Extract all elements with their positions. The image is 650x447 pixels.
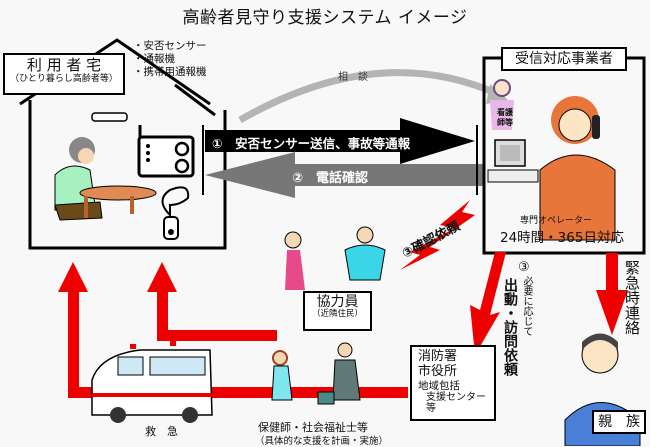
step2-label: ② 電話確認: [292, 171, 369, 186]
step1-label: ① 安否センサー送信、事故等通報: [212, 136, 411, 151]
red-arrow-up-cooperator: [147, 262, 277, 341]
consult-label: 相 談: [338, 72, 368, 83]
computer-icon: [487, 139, 539, 183]
cooperator-people-icon: [284, 226, 386, 290]
ambulance-icon: [91, 341, 213, 423]
agency-line: 支援センター等: [426, 391, 486, 415]
operator-caption: 専門オペレーター: [520, 216, 593, 226]
arrow-step1: [205, 118, 475, 164]
step3-num: ③: [518, 260, 530, 275]
device-item: ・通報機: [133, 53, 175, 65]
step3-note: 必要に応じて: [521, 276, 532, 336]
agency-line: 市役所: [418, 363, 458, 379]
red-arrow-up-left: [58, 262, 408, 398]
step3-dispatch: 出動・訪問依頼: [502, 278, 518, 376]
operator-hours: 24時間・365日対応: [500, 230, 624, 246]
welfare-workers-icon: [271, 342, 361, 405]
table-icon: [79, 185, 157, 218]
home-sublabel: （ひとり暮らし高齢者等）: [10, 74, 118, 85]
portable-alarm-icon: [161, 186, 190, 240]
home-label: 利 用 者 宅: [26, 56, 102, 74]
cooperator-box: 協力員 （近隣住民）: [303, 291, 372, 331]
relatives-box: 親 族: [592, 410, 646, 434]
page-title: 高齢者見守り支援システム イメージ: [182, 8, 468, 28]
agency-line: 地域包括: [418, 379, 460, 392]
receiver-label: 受信対応事業者: [501, 47, 627, 71]
device-item: ・安否センサー: [133, 40, 207, 52]
red-arrow-to-agency: [470, 252, 506, 355]
red-lightning-arrow: [400, 200, 475, 270]
nurse-label: 看護師等: [497, 108, 513, 127]
elderly-person-icon: [54, 137, 103, 221]
air-conditioner-icon: [91, 112, 128, 122]
arrow-step2: [205, 152, 485, 198]
consult-arc: [238, 69, 502, 124]
cooperator-sublabel: （近隣住民）: [311, 309, 363, 320]
nurse-icon: [490, 79, 514, 130]
home-label-box: 利 用 者 宅 （ひとり暮らし高齢者等）: [3, 53, 125, 95]
cooperator-label: 協力員: [316, 294, 359, 310]
sensor-device-icon: [137, 125, 195, 178]
emergency-contact-label: 緊急時連絡: [623, 260, 641, 335]
operator-icon: [539, 96, 616, 241]
welfare-label: 保健師・社会福祉士等: [258, 421, 368, 434]
welfare-sublabel: （具体的な支援を計画・実施）: [255, 436, 389, 447]
device-list: ・安否センサー ・通報機 ・携帯用通報機: [133, 40, 207, 79]
agency-box: 消防署 市役所 地域包括 支援センター等: [410, 345, 496, 421]
ambulance-label: 救 急: [145, 425, 178, 438]
red-arrow-to-relatives: [596, 253, 628, 335]
device-item: ・携帯用通報機: [133, 66, 207, 78]
agency-line: 消防署: [418, 349, 458, 364]
